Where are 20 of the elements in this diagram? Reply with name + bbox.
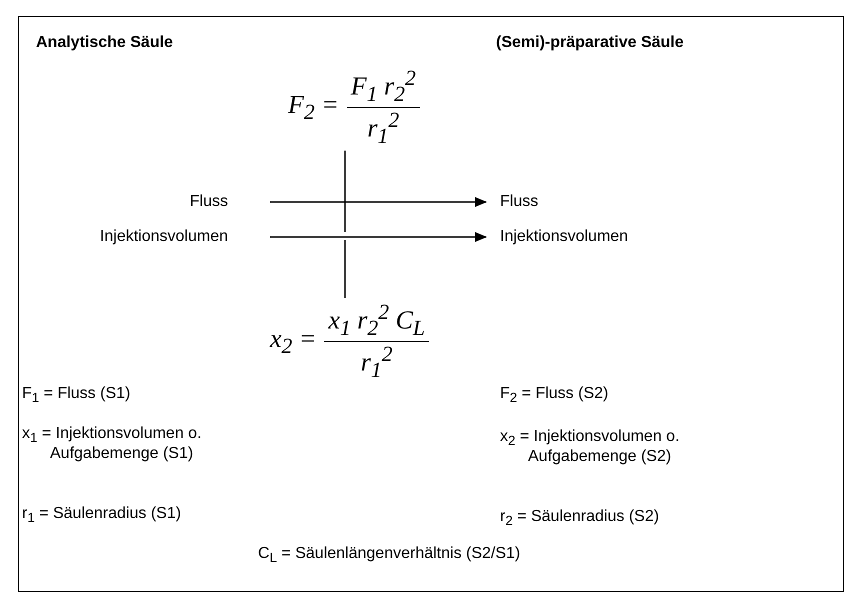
flow-label: Fluss (160, 193, 228, 211)
injection-volume-label: Injektionsvolumen (500, 228, 628, 246)
legend-text: r$_{2}$ = Säulenradius (S2) (500, 508, 660, 528)
legend-text: r$_{1}$ = Säulenradius (S1) (22, 505, 182, 526)
legend-text: x$_{1}$ = Injektionsvolumen o. Aufgabemenge (S1) (22, 425, 203, 464)
fraction-numerator: x$_{1}$ r$_{2}$$^{2}$ C$_{L}$ (324, 300, 429, 342)
arrow (270, 232, 487, 242)
formula-lhs: F$_{2}$ = (288, 90, 339, 125)
column-title: Analytische Säule (36, 34, 173, 52)
formula-lhs: x$_{2}$ = (270, 324, 316, 359)
legend-text: x$_{2}$ = Injektionsvolumen o. Aufgabemenge (S2) (500, 428, 681, 466)
connector-line (344, 240, 346, 298)
connector-line (344, 150, 346, 232)
legend-text: F$_{1}$ = Fluss (S1) (22, 385, 130, 406)
injection-volume-label: Injektionsvolumen (22, 228, 228, 246)
legend-text: C$_{L}$ = Säulenlängenverhältnis (S2/S1) (258, 545, 520, 566)
flow-label: Fluss (500, 193, 538, 211)
arrow (270, 197, 487, 207)
legend-text: F$_{2}$ = Fluss (S2) (500, 385, 608, 406)
column-title: (Semi)-präparative Säule (496, 34, 684, 52)
